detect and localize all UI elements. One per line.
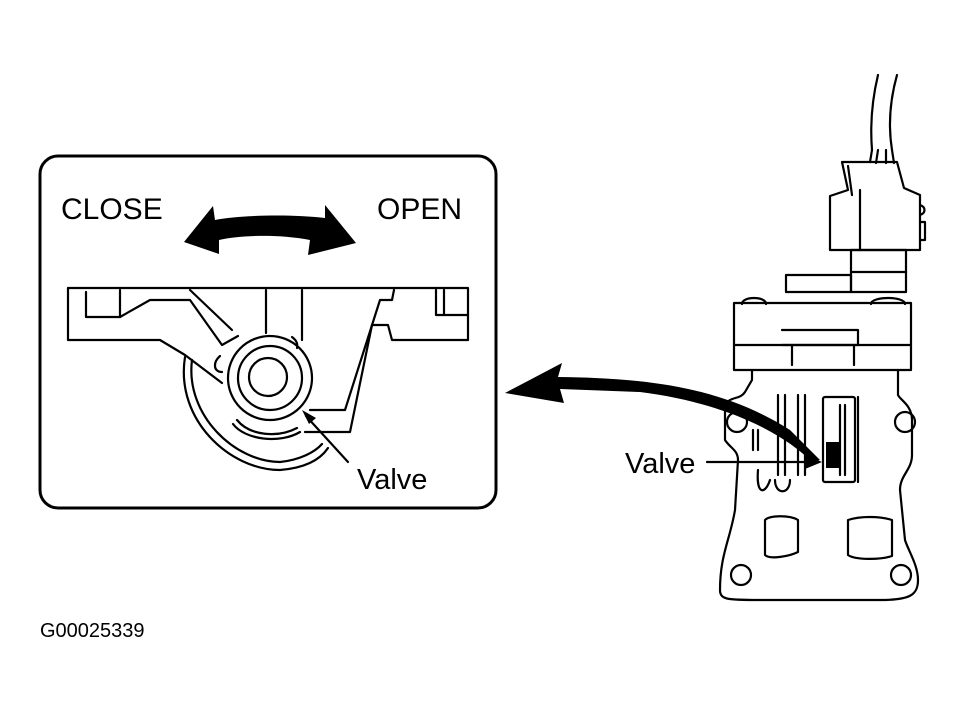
bolt-hole <box>729 563 753 587</box>
bolt-hole <box>893 410 917 434</box>
valve-hub-outer <box>226 334 314 422</box>
valve-plate <box>826 442 840 468</box>
callout-arrow-icon <box>505 363 820 462</box>
wire-harness <box>868 73 899 165</box>
close-label: CLOSE <box>61 193 163 226</box>
main-valve-label: Valve <box>625 448 696 480</box>
electrical-connector <box>828 160 927 294</box>
inset-valve-leader <box>304 414 350 464</box>
inset-frame <box>38 154 498 510</box>
main-valve-arrowhead <box>805 455 822 469</box>
inset-valve-arrowhead <box>302 410 316 424</box>
close-open-arrow-icon <box>184 205 356 255</box>
figure-id: G00025339 <box>40 620 145 642</box>
bolt-hole <box>889 563 913 587</box>
open-label: OPEN <box>377 193 463 226</box>
valve-window <box>821 395 857 484</box>
actuator-housing <box>732 273 913 372</box>
inset-valve-label: Valve <box>357 464 428 496</box>
valve-shaft <box>247 356 289 398</box>
valve-mechanism-detail <box>66 286 470 472</box>
bolt-hole <box>725 410 749 434</box>
valve-body <box>718 368 920 602</box>
